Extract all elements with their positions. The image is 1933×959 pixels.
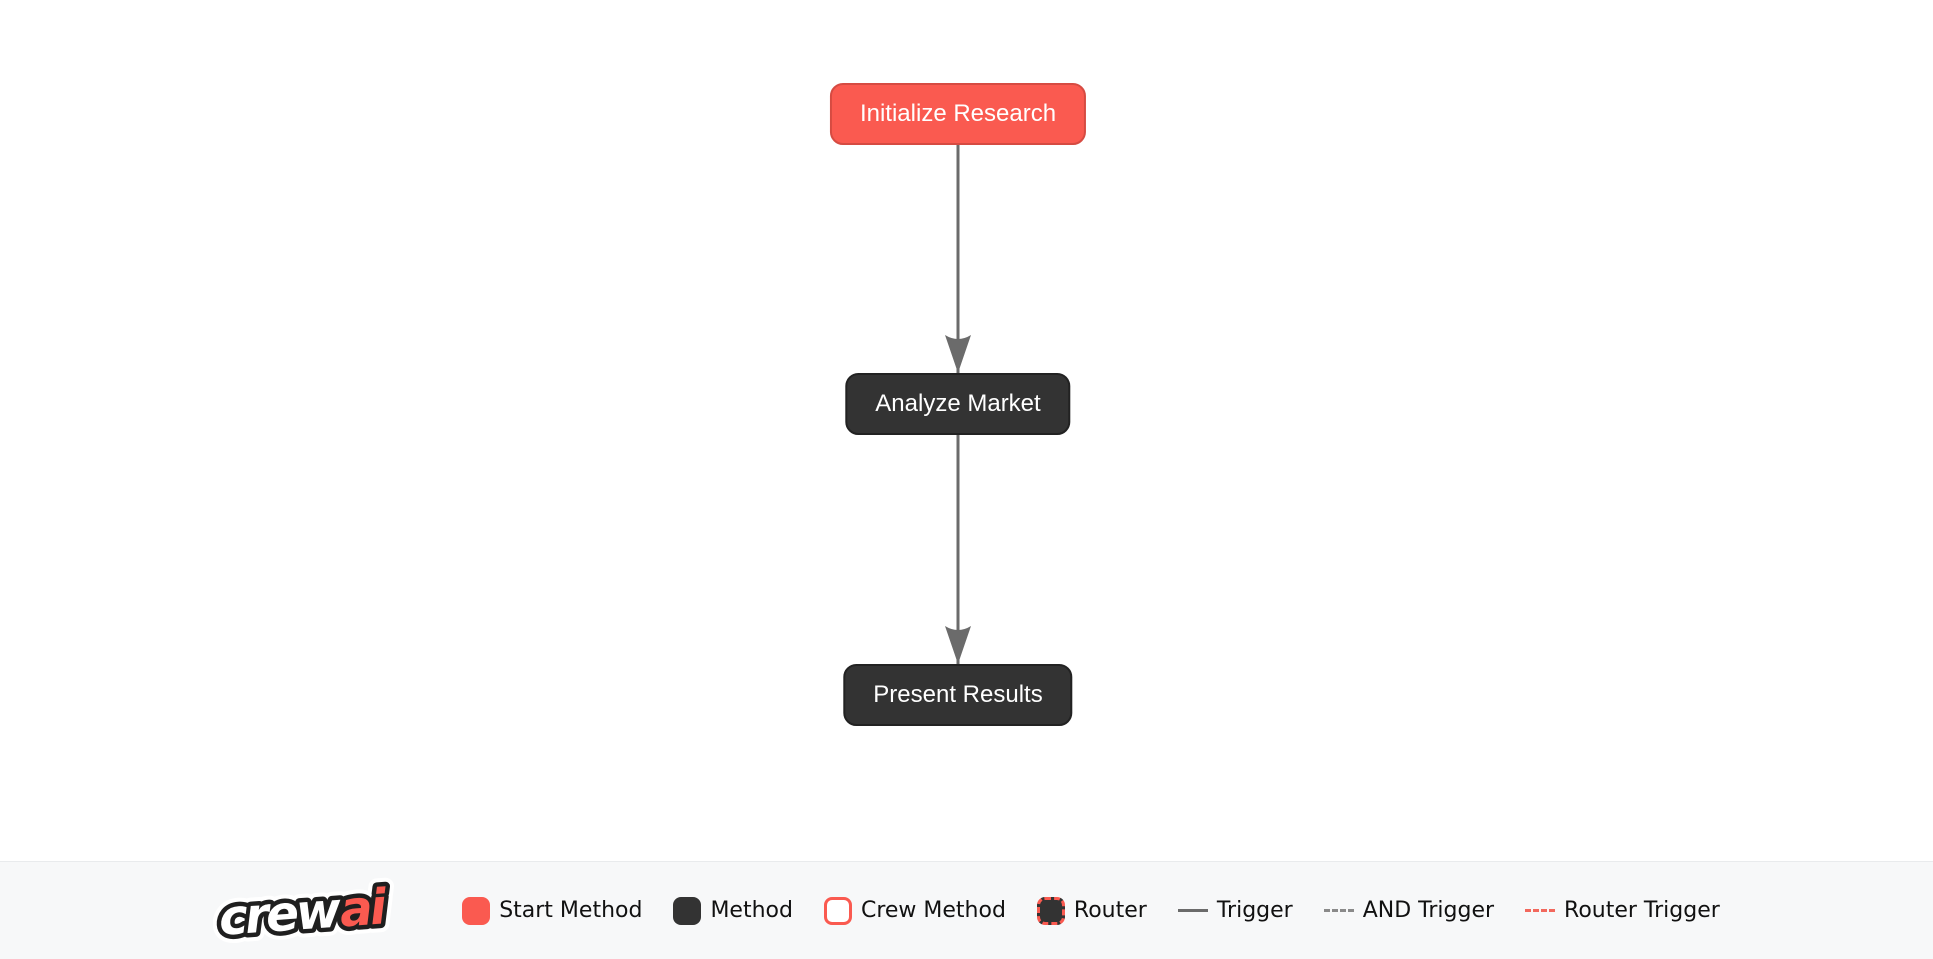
legend-item-crew-method: Crew Method: [823, 896, 1006, 925]
legend-item-label: Router: [1073, 898, 1147, 923]
legend-item-label: Start Method: [499, 898, 643, 923]
arrowhead-icon: [945, 626, 971, 664]
method-swatch-icon: [673, 896, 702, 925]
legend-item-label: Router Trigger: [1564, 898, 1720, 923]
router-swatch-icon: [1036, 896, 1065, 925]
flow-node-analyze-market[interactable]: Analyze Market: [845, 373, 1071, 435]
legend-bar: crewai crewai crewai Start Method Method…: [0, 861, 1933, 959]
legend-item-method: Method: [673, 896, 793, 925]
arrowhead-icon: [945, 335, 971, 373]
start-method-swatch-icon: [462, 896, 491, 925]
crewai-logo: crewai crewai crewai: [213, 876, 398, 946]
legend-item-and-trigger: AND Trigger: [1323, 898, 1495, 923]
legend-item-trigger: Trigger: [1177, 898, 1293, 923]
legend-item-label: Trigger: [1216, 898, 1293, 923]
svg-text:crewai: crewai: [217, 878, 390, 946]
flow-canvas[interactable]: Initialize Research Analyze Market Prese…: [0, 0, 1933, 861]
legend-item-label: Method: [710, 898, 793, 923]
legend-item-start-method: Start Method: [462, 896, 643, 925]
flow-node-present-results[interactable]: Present Results: [843, 664, 1073, 726]
and-trigger-line-icon: [1323, 909, 1354, 912]
legend-item-label: AND Trigger: [1362, 898, 1495, 923]
trigger-line-icon: [1177, 909, 1208, 912]
legend-item-router: Router: [1036, 896, 1147, 925]
trigger-edge[interactable]: [938, 420, 978, 664]
trigger-edge[interactable]: [938, 130, 978, 373]
flow-node-initialize-research[interactable]: Initialize Research: [829, 83, 1087, 145]
crew-method-swatch-icon: [823, 896, 852, 925]
legend-item-label: Crew Method: [860, 898, 1006, 923]
router-trigger-line-icon: [1525, 909, 1556, 912]
legend-item-router-trigger: Router Trigger: [1525, 898, 1720, 923]
